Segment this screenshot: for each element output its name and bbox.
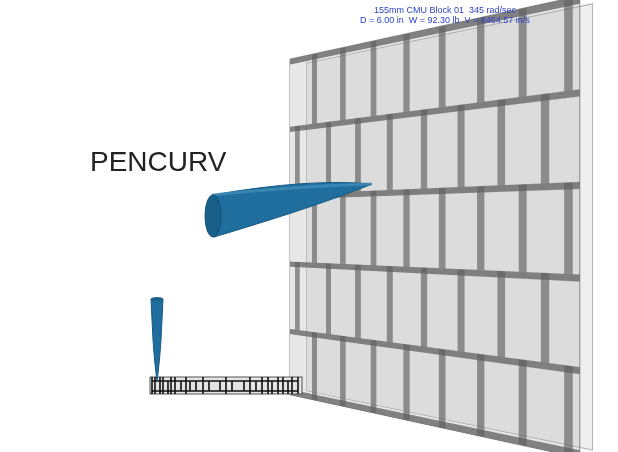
projectile-highlight [212,184,372,195]
model-name: PENCURV [90,146,226,178]
wall-section [150,377,302,394]
projectile-base [205,195,221,237]
projectile-side-base [151,297,163,301]
projectile-side-view [151,299,163,381]
projectile-body [212,182,372,237]
run-parameters: D = 6.00 in W = 92.30 lb V = 8464.57 in/… [360,15,530,25]
cmu-wall [290,0,581,452]
wall-front-face [290,0,581,452]
wall-view [232,22,592,432]
run-info: 155mm CMU Block 01 345 rad/sec [374,5,516,15]
block-web-lines [152,377,298,394]
